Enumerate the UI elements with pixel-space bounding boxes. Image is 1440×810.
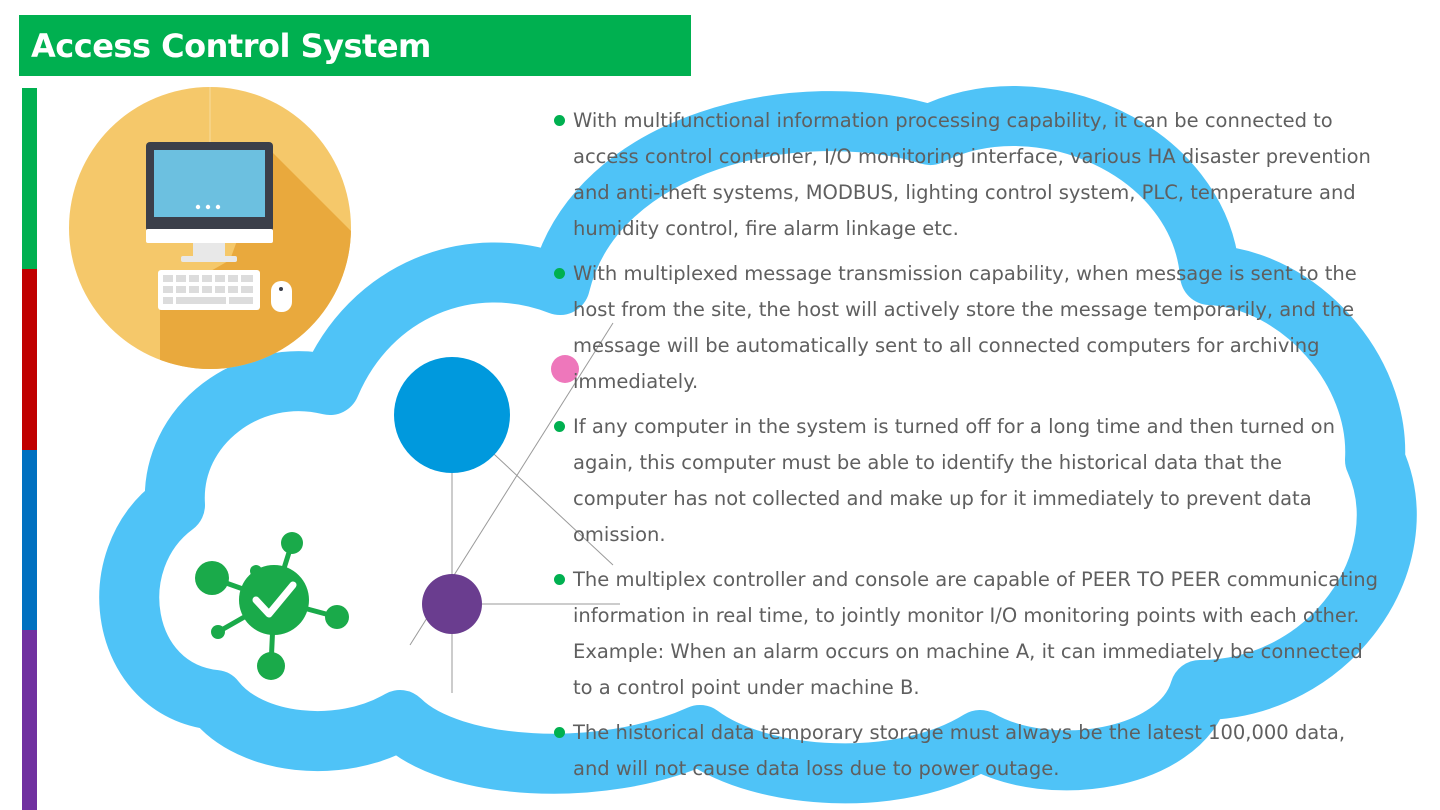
list-item: With multifunctional information process… [552,103,1382,247]
bullet-dot-icon [554,574,565,585]
sidebar-segment-green [22,88,37,269]
list-item-text: With multiplexed message transmission ca… [573,262,1357,393]
list-item: The multiplex controller and console are… [552,562,1382,706]
desktop-computer-icon [69,87,351,369]
list-item-text: If any computer in the system is turned … [573,415,1335,546]
bullet-dot-icon [554,421,565,432]
sidebar-segment-purple [22,630,37,810]
network-node-pink [551,355,579,383]
feature-list: With multifunctional information process… [552,103,1382,796]
bullet-dot-icon [554,727,565,738]
network-node-purple [422,574,482,634]
sidebar-segment-red [22,269,37,450]
bullet-dot-icon [554,268,565,279]
sidebar-segment-blue [22,450,37,630]
list-item-text: With multifunctional information process… [573,109,1371,240]
bullet-dot-icon [554,115,565,126]
list-item-text: The multiplex controller and console are… [573,568,1379,699]
list-item: The historical data temporary storage mu… [552,715,1382,787]
network-check-icon [195,532,349,680]
network-node-blue [394,357,510,473]
list-item: If any computer in the system is turned … [552,409,1382,553]
page-title: Access Control System [31,26,431,65]
title-banner: Access Control System [19,15,691,76]
cloud-shape [99,86,1417,804]
list-item-text: The historical data temporary storage mu… [573,721,1346,780]
list-item: With multiplexed message transmission ca… [552,256,1382,400]
